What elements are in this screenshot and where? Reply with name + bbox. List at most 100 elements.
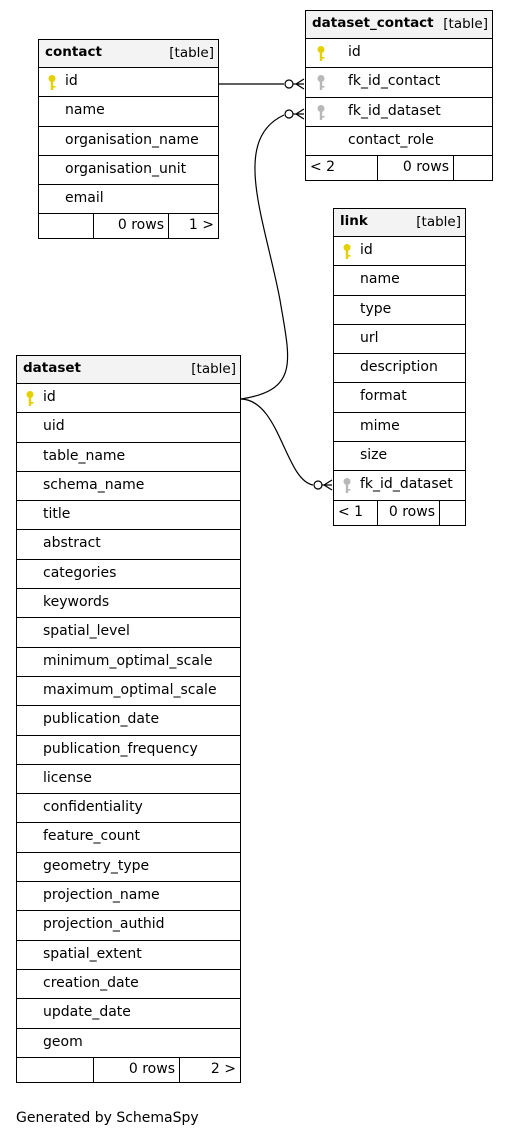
- column-name: id: [43, 389, 56, 405]
- column-name: type: [360, 300, 392, 317]
- column-row[interactable]: id: [334, 237, 465, 267]
- column-name: keywords: [43, 594, 110, 611]
- edge-dataset-to-link: [240, 398, 333, 491]
- row-count: 0 rows: [94, 1057, 180, 1082]
- column-name: mime: [360, 417, 400, 434]
- table-header: contact [table]: [39, 40, 218, 68]
- table-footer: 0 rows 1 >: [39, 214, 218, 239]
- column-name: organisation_name: [65, 131, 199, 148]
- column-name: schema_name: [43, 476, 145, 493]
- column-row[interactable]: publication_frequency: [17, 736, 240, 765]
- contact-table[interactable]: contact [table] id name organisation_nam…: [38, 39, 219, 240]
- column-row[interactable]: spatial_level: [17, 618, 240, 648]
- column-name: spatial_extent: [43, 945, 142, 962]
- column-row[interactable]: id: [39, 68, 218, 98]
- column-row[interactable]: abstract: [17, 530, 240, 560]
- column-row[interactable]: url: [334, 325, 465, 355]
- generated-by-text: Generated by SchemaSpy: [16, 1110, 199, 1126]
- column-name: id: [65, 73, 78, 89]
- column-row[interactable]: categories: [17, 560, 240, 590]
- column-name: spatial_level: [43, 623, 130, 640]
- column-row[interactable]: name: [39, 97, 218, 127]
- row-count: 0 rows: [378, 156, 454, 181]
- column-row[interactable]: spatial_extent: [17, 941, 240, 970]
- foreign-key-icon: [343, 478, 351, 494]
- children-count: [454, 156, 492, 180]
- dataset-contact-table[interactable]: dataset_contact [table] id fk_id_contact…: [305, 10, 493, 182]
- column-row[interactable]: projection_authid: [17, 911, 240, 941]
- table-header: link [table]: [334, 209, 465, 237]
- column-row[interactable]: maximum_optimal_scale: [17, 677, 240, 707]
- column-name: name: [65, 102, 105, 119]
- column-row[interactable]: id: [17, 384, 240, 414]
- column-row[interactable]: projection_name: [17, 882, 240, 912]
- column-name: geom: [43, 1033, 83, 1050]
- column-name: minimum_optimal_scale: [43, 652, 213, 669]
- parents-count: [39, 214, 94, 239]
- column-name: fk_id_contact: [348, 73, 441, 90]
- column-row[interactable]: confidentiality: [17, 794, 240, 824]
- column-row[interactable]: id: [306, 39, 492, 69]
- column-row[interactable]: title: [17, 501, 240, 531]
- column-name: format: [360, 388, 407, 405]
- column-name: projection_name: [43, 887, 160, 904]
- link-table[interactable]: link [table] id name type url descriptio…: [333, 208, 466, 526]
- column-name: maximum_optimal_scale: [43, 681, 217, 698]
- foreign-key-icon: [317, 75, 325, 91]
- dataset-table[interactable]: dataset [table] id uid table_name schema…: [16, 355, 241, 1083]
- column-row[interactable]: contact_role: [306, 127, 492, 157]
- column-row[interactable]: table_name: [17, 443, 240, 472]
- table-footer: 0 rows 2 >: [17, 1057, 240, 1082]
- column-name: fk_id_dataset: [348, 102, 441, 119]
- column-row[interactable]: description: [334, 354, 465, 384]
- column-row[interactable]: keywords: [17, 589, 240, 619]
- column-name: id: [348, 44, 361, 60]
- table-name: link: [340, 213, 368, 229]
- table-header: dataset [table]: [17, 356, 240, 384]
- column-row[interactable]: creation_date: [17, 970, 240, 1000]
- column-row[interactable]: name: [334, 266, 465, 296]
- column-name: projection_authid: [43, 916, 165, 933]
- column-name: confidentiality: [43, 799, 143, 816]
- column-name: publication_frequency: [43, 740, 198, 757]
- primary-key-icon: [317, 46, 325, 61]
- primary-key-icon: [26, 391, 34, 406]
- column-row[interactable]: minimum_optimal_scale: [17, 648, 240, 677]
- column-name: description: [360, 359, 438, 376]
- column-row[interactable]: type: [334, 296, 465, 325]
- table-tag: [table]: [191, 361, 236, 377]
- column-row[interactable]: fk_id_dataset: [306, 98, 492, 127]
- column-row[interactable]: format: [334, 383, 465, 413]
- column-row[interactable]: size: [334, 442, 465, 472]
- primary-key-icon: [48, 75, 56, 90]
- column-row[interactable]: feature_count: [17, 823, 240, 853]
- column-name: update_date: [43, 1004, 131, 1021]
- column-name: size: [360, 447, 388, 464]
- column-row[interactable]: fk_id_dataset: [334, 471, 465, 501]
- column-row[interactable]: uid: [17, 413, 240, 443]
- column-row[interactable]: geom: [17, 1029, 240, 1058]
- column-row[interactable]: schema_name: [17, 472, 240, 502]
- column-row[interactable]: update_date: [17, 999, 240, 1029]
- column-row[interactable]: organisation_name: [39, 127, 218, 156]
- edge-dataset-to-dataset-contact: [240, 108, 305, 400]
- column-name: table_name: [43, 447, 126, 464]
- column-name: url: [360, 329, 379, 346]
- column-name: license: [43, 769, 92, 786]
- row-count: 0 rows: [378, 500, 440, 525]
- children-count: [440, 501, 465, 525]
- column-row[interactable]: geometry_type: [17, 853, 240, 883]
- column-name: id: [360, 242, 373, 258]
- column-name: abstract: [43, 535, 101, 552]
- column-name: geometry_type: [43, 857, 150, 874]
- column-row[interactable]: email: [39, 185, 218, 215]
- column-row[interactable]: publication_date: [17, 706, 240, 736]
- foreign-key-icon: [317, 104, 325, 120]
- column-row[interactable]: fk_id_contact: [306, 68, 492, 98]
- column-row[interactable]: organisation_unit: [39, 156, 218, 186]
- column-row[interactable]: license: [17, 765, 240, 795]
- table-name: contact: [45, 44, 102, 60]
- column-name: feature_count: [43, 828, 141, 845]
- column-row[interactable]: mime: [334, 413, 465, 443]
- column-name: contact_role: [348, 131, 434, 148]
